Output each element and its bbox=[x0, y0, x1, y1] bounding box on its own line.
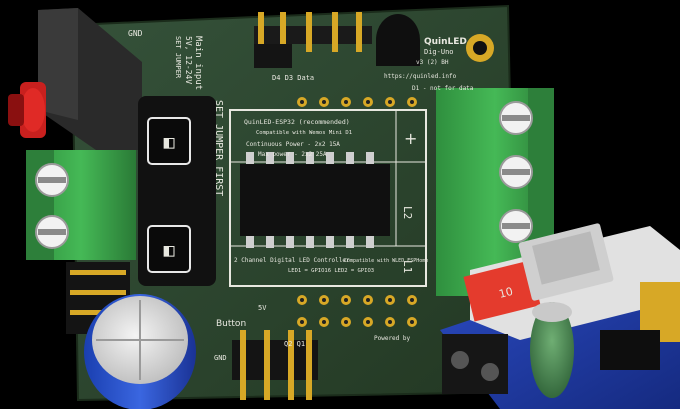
header-top bbox=[254, 12, 372, 68]
silk-button-5v: 5V bbox=[258, 304, 267, 312]
silk-jumper-warning: SET JUMPER FIRST bbox=[213, 100, 224, 196]
silk-brand-version: v3 (2) BH bbox=[416, 59, 449, 66]
fuse-digit-bottom: ◧ bbox=[164, 240, 175, 261]
silk-jumper-set: SET JUMPER bbox=[174, 36, 182, 79]
capacitor-blue bbox=[84, 294, 196, 409]
mounting-hole bbox=[466, 34, 494, 62]
silk-power-range: 5V, 12-24V bbox=[184, 36, 193, 84]
fuse-holder: ◧ ◧ bbox=[138, 96, 216, 286]
header-bottom bbox=[232, 330, 318, 400]
silk-max-power: Max power - 2x2 25A bbox=[258, 151, 327, 158]
silk-q-labels: Q2 Q1 bbox=[284, 340, 305, 348]
silk-brand-sub: Dig-Uno bbox=[424, 48, 454, 56]
silk-brand: QuinLED bbox=[424, 37, 467, 47]
silk-continuous-power: Continuous Power - 2x2 15A bbox=[246, 141, 340, 148]
silk-plus: + bbox=[404, 129, 417, 148]
silk-button-gnd: GND bbox=[214, 354, 227, 362]
fuse-label: 10 bbox=[498, 285, 515, 301]
silk-l2: L2 bbox=[401, 206, 414, 219]
silk-header-labels: D4 D3 Data bbox=[272, 74, 314, 82]
silk-url: https://quinled.info bbox=[384, 73, 457, 80]
ic-chip bbox=[240, 152, 390, 248]
silk-esp-compat: Compatible with Wemos Mini D1 bbox=[256, 130, 352, 136]
vias-top bbox=[297, 97, 417, 107]
fuse-digit-top: ◧ bbox=[164, 132, 175, 153]
silk-powered-by: Powered by bbox=[374, 335, 411, 342]
silk-channel-desc: 2 Channel Digital LED Controller bbox=[234, 257, 350, 264]
silk-esp-title: QuinLED-ESP32 (recommended) bbox=[244, 118, 350, 126]
silk-gnd: GND bbox=[128, 29, 143, 38]
terminal-left bbox=[26, 150, 136, 260]
silk-power-title: Main input bbox=[193, 36, 203, 90]
silk-d1-note: D1 - not for data bbox=[412, 85, 474, 92]
silk-button: Button bbox=[216, 319, 246, 329]
second-board: 10 bbox=[440, 223, 680, 409]
transistor bbox=[376, 14, 420, 66]
silk-led-gpio: LED1 = GPIO16 LED2 = GPIO3 bbox=[288, 268, 374, 274]
vias-bottom bbox=[297, 295, 417, 327]
silk-l1: L1 bbox=[401, 260, 414, 273]
power-jack bbox=[8, 8, 142, 150]
silk-compat-wled: Compatible with WLED ESPHome bbox=[344, 258, 428, 264]
